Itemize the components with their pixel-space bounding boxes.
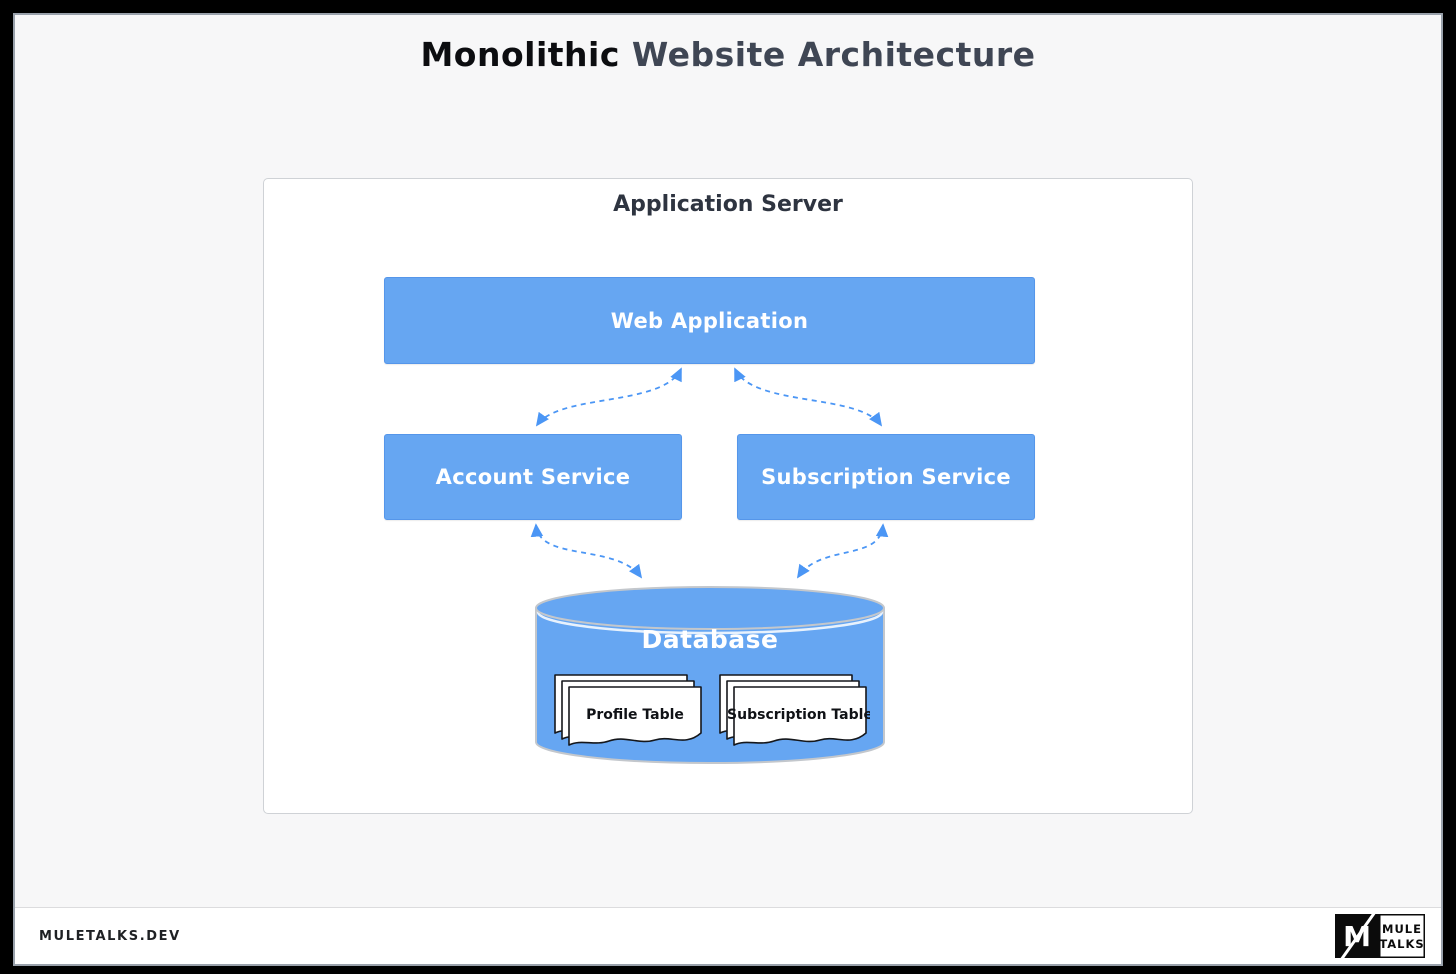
- footer: MULETALKS.DEV M MULE TALKS: [15, 907, 1441, 964]
- node-account-service: Account Service: [384, 434, 682, 520]
- muletalks-logo: M MULE TALKS: [1335, 914, 1425, 958]
- logo-line2: TALKS: [1379, 937, 1424, 951]
- node-subscription-service-label: Subscription Service: [761, 465, 1011, 489]
- page-title: Monolithic Website Architecture: [15, 35, 1441, 74]
- node-web-application-label: Web Application: [610, 308, 809, 333]
- node-web-application: Web Application: [384, 277, 1035, 364]
- profile-table-doc: Profile Table: [553, 673, 705, 753]
- doc-front-sheet: [733, 686, 867, 746]
- muletalks-logo-icon: M MULE TALKS: [1335, 914, 1425, 958]
- logo-line1: MULE: [1382, 922, 1422, 936]
- database-label: Database: [641, 625, 779, 654]
- profile-table-label: Profile Table: [586, 707, 684, 723]
- title-part-monolithic: Monolithic: [420, 35, 620, 74]
- subscription-table-doc: Subscription Table: [718, 673, 873, 753]
- application-server-label: Application Server: [613, 192, 843, 217]
- node-subscription-service: Subscription Service: [737, 434, 1035, 520]
- diagram-canvas: Monolithic Website Architecture Applicat…: [13, 13, 1443, 966]
- subscription-table-label: Subscription Table: [727, 707, 870, 723]
- node-account-service-label: Account Service: [435, 465, 631, 489]
- doc-front-sheet: [568, 686, 702, 746]
- site-name: MULETALKS.DEV: [39, 928, 181, 944]
- title-part-website-architecture: Website Architecture: [619, 35, 1036, 74]
